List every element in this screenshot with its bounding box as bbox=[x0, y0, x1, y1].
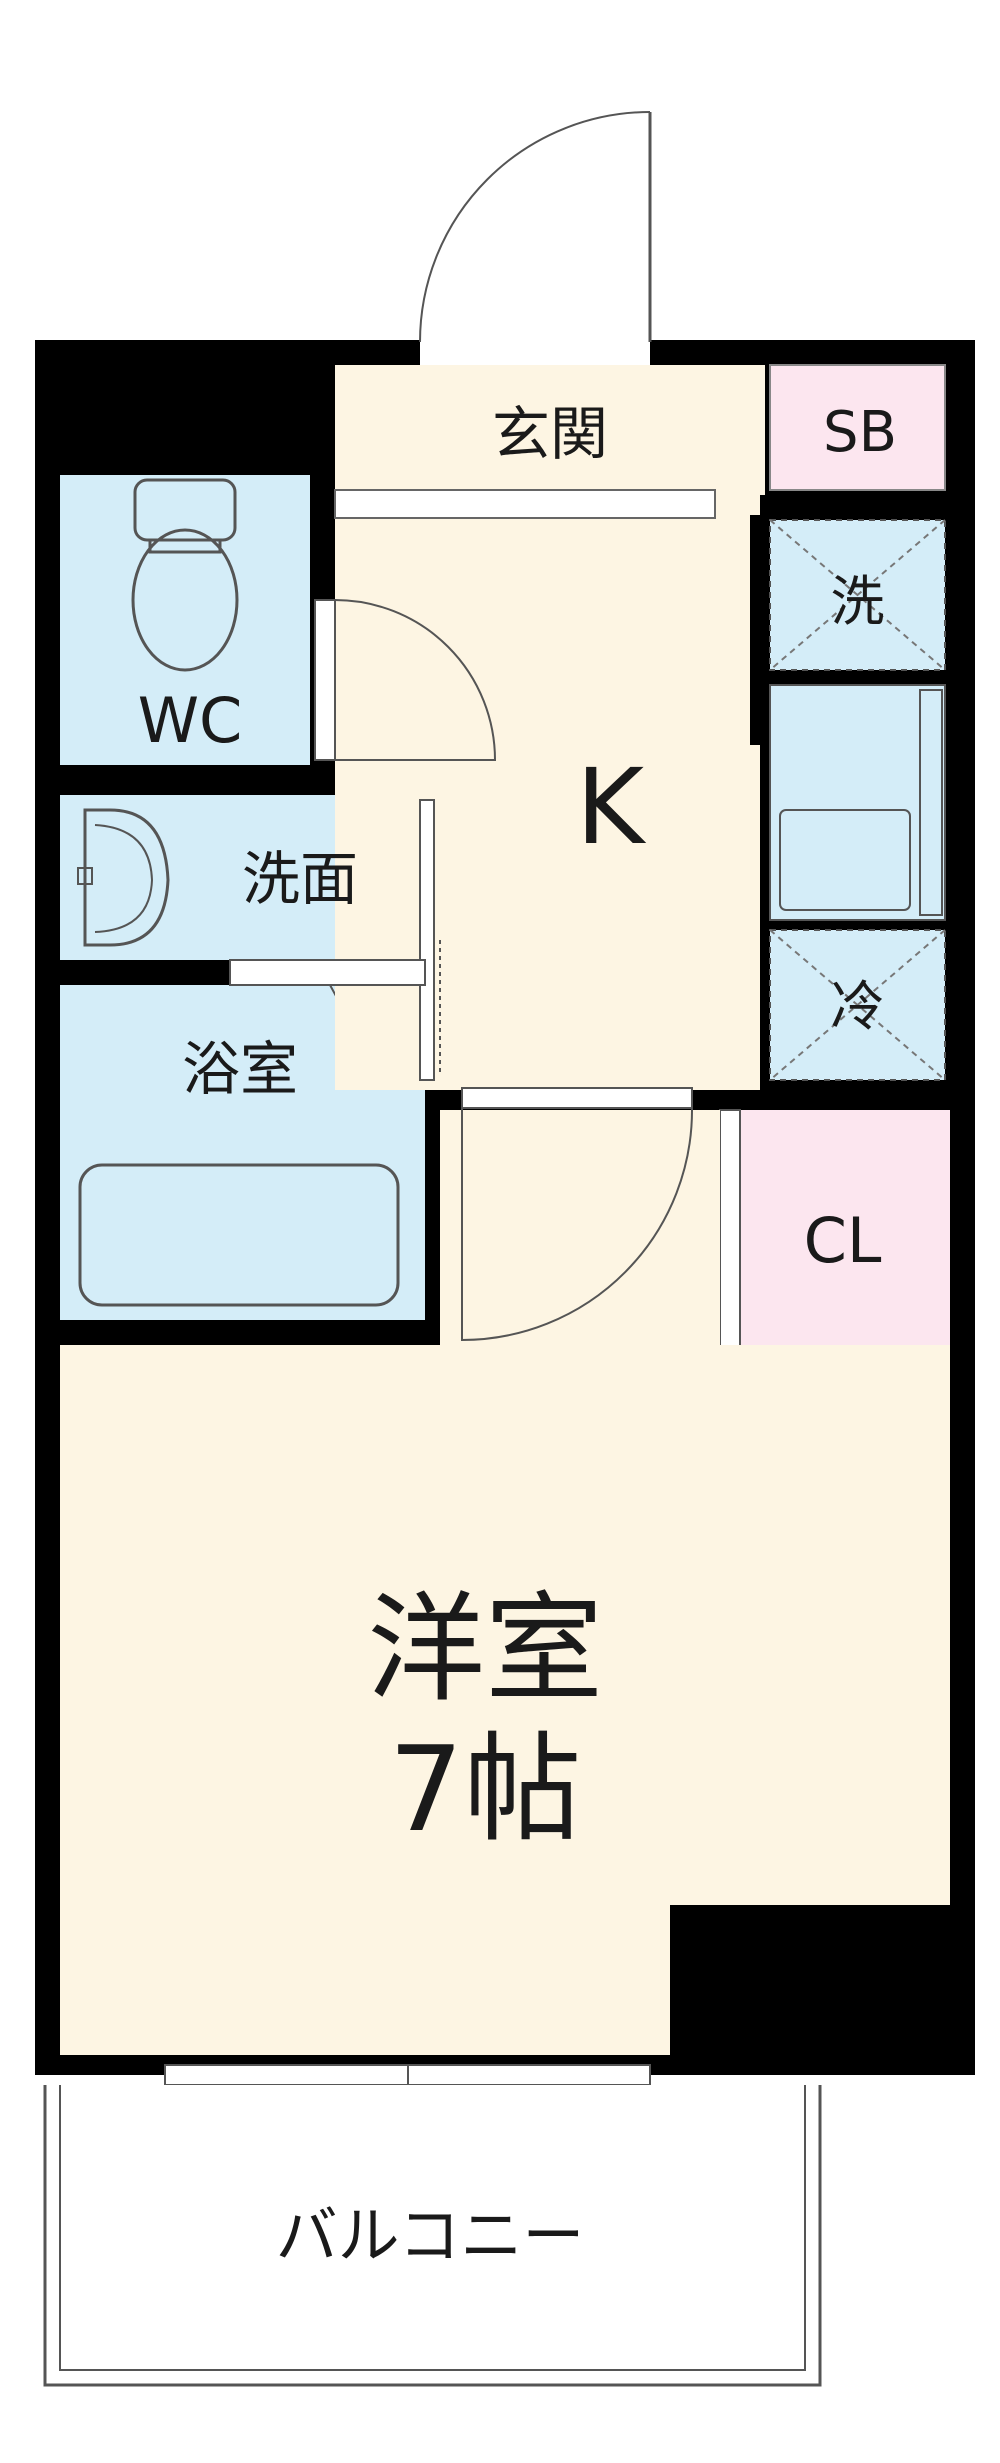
kitchen-lower-floor bbox=[440, 745, 760, 1090]
bathroom-label: 浴室 bbox=[181, 1035, 298, 1103]
washroom-label: 洗面 bbox=[241, 845, 358, 913]
washing-machine-label: 洗 bbox=[830, 570, 885, 633]
entrance-door-frame bbox=[420, 340, 650, 365]
washing-machine-space bbox=[769, 519, 946, 671]
closet-floor bbox=[735, 1110, 950, 1360]
genkan-floor bbox=[335, 365, 765, 495]
sink-basin-icon bbox=[94, 824, 154, 933]
western-room-right-strip bbox=[700, 1380, 950, 1900]
shoe-box bbox=[769, 364, 946, 491]
washroom-door bbox=[419, 799, 435, 1081]
western-room-upper-floor bbox=[440, 1110, 720, 1360]
genkan-label: 玄関 bbox=[491, 400, 608, 468]
sb-label: SB bbox=[823, 400, 897, 465]
western-room-size-label: 7帖 bbox=[388, 1720, 582, 1858]
balcony-inner-outline bbox=[59, 2085, 806, 2371]
genkan-step bbox=[334, 489, 716, 519]
wc-floor bbox=[60, 475, 310, 765]
wc-door-frame bbox=[314, 599, 336, 761]
fridge-space bbox=[769, 929, 946, 1081]
closet-label: CL bbox=[803, 1204, 882, 1277]
toilet-icon bbox=[131, 478, 239, 672]
western-room-notch bbox=[670, 1905, 975, 2075]
balcony-outline bbox=[43, 2085, 822, 2387]
bathtub-icon bbox=[78, 1163, 400, 1307]
bath-wall-gap bbox=[229, 959, 426, 986]
closet-door bbox=[719, 1109, 741, 1361]
wc-label: WC bbox=[137, 684, 243, 757]
room-door-frame bbox=[461, 1087, 693, 1109]
wc-door-swing bbox=[334, 599, 497, 761]
kitchen-counter bbox=[769, 684, 946, 921]
kitchen-label: K bbox=[575, 746, 645, 868]
sink-icon bbox=[83, 808, 170, 947]
entrance-door-swing bbox=[419, 111, 651, 343]
room-door-swing bbox=[461, 1107, 694, 1342]
balcony-label: バルコニー bbox=[275, 2199, 585, 2272]
sink-tap-icon bbox=[77, 867, 93, 885]
fridge-label: 冷 bbox=[830, 975, 885, 1038]
western-room-label: 洋室 bbox=[366, 1580, 603, 1718]
